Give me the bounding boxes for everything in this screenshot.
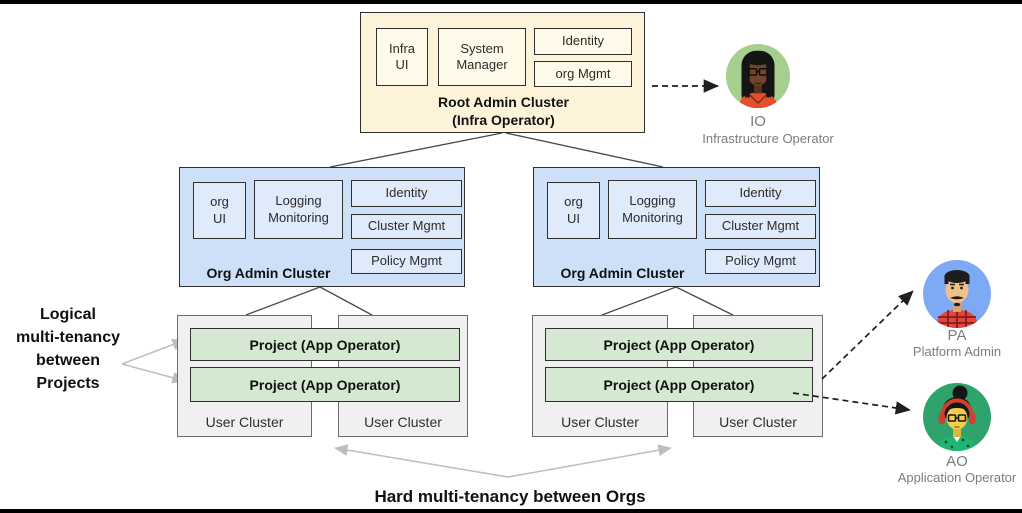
user-cluster-label: User Cluster bbox=[719, 414, 797, 430]
org-cluster-title: Org Admin Cluster bbox=[560, 265, 685, 281]
root-cluster-title: Root Admin Cluster (Infra Operator) bbox=[438, 94, 569, 129]
org-ui-box: org UI bbox=[193, 182, 246, 239]
project-bar: Project (App Operator) bbox=[190, 328, 460, 361]
logical-tenancy-label: Logical multi-tenancy between Projects bbox=[15, 306, 120, 392]
persona-code: AO bbox=[946, 453, 968, 470]
org-admin-cluster-right: org UI Logging Monitoring Identity Clust… bbox=[533, 167, 820, 287]
identity-box: Identity bbox=[534, 28, 632, 55]
root-admin-cluster: Infra UI System Manager Identity org Mgm… bbox=[360, 12, 645, 133]
project-bar: Project (App Operator) bbox=[545, 328, 813, 361]
project-bar: Project (App Operator) bbox=[190, 367, 460, 402]
persona-code: IO bbox=[750, 113, 766, 130]
ao-avatar-icon bbox=[923, 383, 991, 451]
policy-mgmt-box: Policy Mgmt bbox=[705, 249, 816, 274]
persona-code: PA bbox=[947, 327, 967, 344]
user-cluster-group-left: Project (App Operator) Project (App Oper… bbox=[177, 315, 468, 437]
identity-box: Identity bbox=[705, 180, 816, 207]
persona-io: IO Infrastructure Operator bbox=[688, 43, 848, 153]
persona-role: Application Operator bbox=[897, 470, 1017, 485]
bottom-border-bar bbox=[0, 509, 1022, 513]
hard-tenancy-arrow bbox=[334, 444, 672, 478]
project-bar: Project (App Operator) bbox=[545, 367, 813, 402]
identity-box: Identity bbox=[351, 180, 462, 207]
org-admin-cluster-left: org UI Logging Monitoring Identity Clust… bbox=[179, 167, 465, 287]
hard-tenancy-label: Hard multi-tenancy between Orgs bbox=[374, 487, 646, 506]
org-mgmt-box: org Mgmt bbox=[534, 61, 632, 87]
user-cluster-label: User Cluster bbox=[205, 414, 284, 430]
org-ui-box: org UI bbox=[547, 182, 600, 239]
user-cluster-label: User Cluster bbox=[364, 414, 442, 430]
persona-role: Platform Admin bbox=[912, 344, 1002, 359]
cluster-mgmt-box: Cluster Mgmt bbox=[705, 214, 816, 239]
io-avatar-icon bbox=[725, 43, 791, 109]
pa-avatar-icon bbox=[923, 260, 991, 328]
user-cluster-group-right: Project (App Operator) Project (App Oper… bbox=[532, 315, 823, 437]
top-border-bar bbox=[0, 0, 1022, 4]
infra-ui-box: Infra UI bbox=[376, 28, 428, 86]
logging-monitoring-box: Logging Monitoring bbox=[608, 180, 697, 239]
cluster-mgmt-box: Cluster Mgmt bbox=[351, 214, 462, 239]
org-cluster-title: Org Admin Cluster bbox=[206, 265, 331, 281]
user-cluster-label: User Cluster bbox=[561, 414, 639, 430]
persona-pa: PA Platform Admin bbox=[877, 260, 1022, 365]
logging-monitoring-box: Logging Monitoring bbox=[254, 180, 343, 239]
persona-role: Infrastructure Operator bbox=[702, 131, 834, 146]
system-manager-box: System Manager bbox=[438, 28, 526, 86]
persona-ao: AO Application Operator bbox=[877, 383, 1022, 488]
policy-mgmt-box: Policy Mgmt bbox=[351, 249, 462, 274]
